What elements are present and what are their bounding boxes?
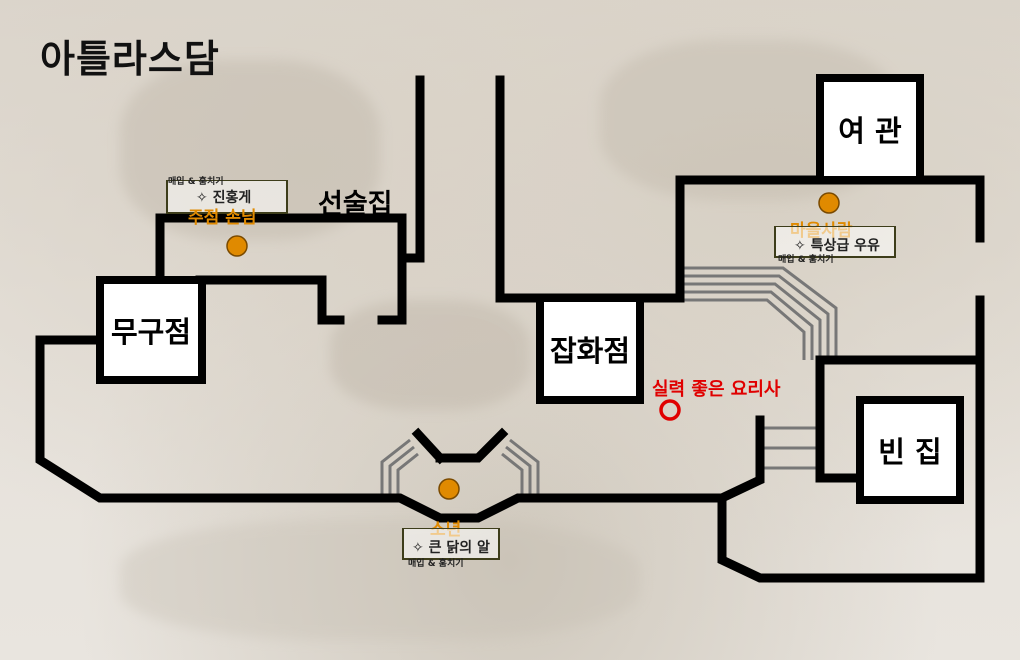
wall-lower-right <box>717 295 985 583</box>
fortune-teller-label[interactable]: 선술집 <box>318 189 393 220</box>
tavern-guest-name: 주점 손님 <box>188 208 257 228</box>
building-inn[interactable]: 여 관 <box>816 74 924 184</box>
building-weapon-shop[interactable]: 무구점 <box>96 276 206 384</box>
town-walls <box>35 75 985 583</box>
bridge-stairs-top-right <box>680 274 830 360</box>
tavern-guest-item: ✧ 진홍게 <box>196 190 252 206</box>
wall-fortune-stub <box>397 75 425 263</box>
bridge-stripes <box>380 266 838 495</box>
bridge-stairs-top-right <box>680 266 838 360</box>
wall-bottom-mid-left <box>411 427 447 465</box>
bridge-stairs-top-right <box>680 282 822 360</box>
building-general-store[interactable]: 잡화점 <box>536 294 644 404</box>
bridge-stairs-bottom <box>501 452 524 495</box>
cook-label: 실력 좋은 요리사 <box>652 379 781 400</box>
boy-box <box>402 528 500 560</box>
empty-house-label: 빈 집 <box>878 435 942 469</box>
general-store-label: 잡화점 <box>549 334 631 368</box>
boy-item: ✧ 큰 닭의 알 <box>412 540 490 556</box>
inn-label: 여 관 <box>838 114 902 148</box>
wall-bottom-mid <box>435 427 509 463</box>
bridge-stairs-bottom <box>396 452 419 495</box>
villager-box <box>774 226 896 258</box>
wall-upper-left-building <box>155 213 407 325</box>
bridge-stairs-bottom <box>509 438 540 495</box>
bridge-stairs-bottom <box>380 438 411 495</box>
bridge-stairs-top-right <box>680 290 814 360</box>
tavern-guest-actions: 매입 & 훔치기 <box>168 177 224 187</box>
tavern-guest-box <box>166 180 288 214</box>
wall-right-inner-vert <box>815 355 865 483</box>
map-title: 아틀라스담 <box>40 37 220 81</box>
bg-shade <box>330 300 530 410</box>
wall-center-left <box>495 75 985 303</box>
bridge-stairs-bottom <box>388 445 415 495</box>
bridge-stairs-bottom <box>505 445 532 495</box>
villager-item: ✧ 특상급 우유 <box>794 238 880 254</box>
bridge-stairs-top-right <box>680 298 806 360</box>
building-empty-house[interactable]: 빈 집 <box>856 396 964 504</box>
boy-actions: 매입 & 훔치기 <box>408 559 464 569</box>
weapon-shop-label: 무구점 <box>110 315 192 349</box>
bg-shade <box>120 520 640 640</box>
wall-outer-left-bottom <box>35 335 765 523</box>
villager-actions: 매입 & 훔치기 <box>778 255 834 265</box>
wall-inner-left <box>195 275 345 325</box>
